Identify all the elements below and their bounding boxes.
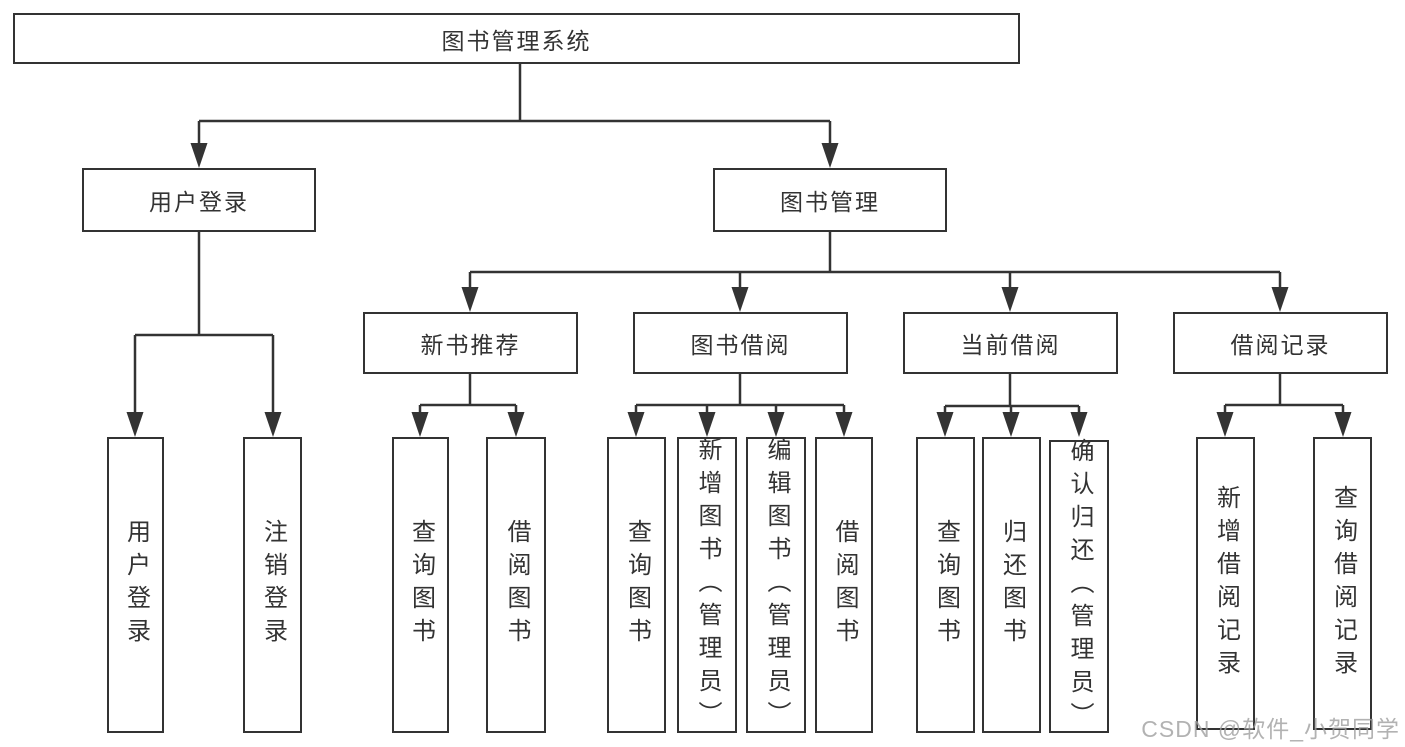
connector-borrow-to-leaves [634,374,846,415]
node-label: 编辑图书（管理员） [763,436,790,734]
arrow-down-icon [190,143,208,168]
node-label: 借阅图书 [503,519,530,651]
node-label: 借阅图书 [831,519,858,651]
arrow-down-icon [411,412,429,437]
arrow-down-icon [1334,412,1352,437]
leaf-user-login: 用户登录 [107,437,164,733]
node-root-system: 图书管理系统 [13,13,1020,64]
arrow-down-icon [821,143,839,168]
node-label: 注销登录 [259,519,287,651]
node-current-borrow: 当前借阅 [903,312,1118,374]
arrow-down-icon [698,412,716,437]
connector-mgmt-to-level3 [468,232,1282,290]
node-book-borrow: 图书借阅 [633,312,848,374]
connector-current-to-leaves [943,374,1081,415]
node-borrow-records: 借阅记录 [1173,312,1388,374]
node-label: 查询图书 [623,519,651,651]
leaf-logout: 注销登录 [243,437,302,733]
leaf-query-books-recommend: 查询图书 [392,437,449,733]
node-book-management: 图书管理 [713,168,947,232]
leaf-borrow-books-recommend: 借阅图书 [486,437,546,733]
node-label: 新增图书（管理员） [694,436,721,734]
node-label: 当前借阅 [960,332,1061,358]
leaf-query-borrow-record: 查询借阅记录 [1313,437,1372,730]
arrowheads [126,143,1352,437]
node-label: 新书推荐 [420,332,521,358]
node-label: 图书管理 [780,189,880,215]
connector-newbooks-to-leaves [418,374,518,415]
leaf-borrow-books: 借阅图书 [815,437,873,733]
arrow-down-icon [1271,287,1289,312]
node-label: 确认归还（管理员） [1066,438,1093,735]
node-label: 图书管理系统 [441,27,592,54]
arrow-down-icon [461,287,479,312]
node-label: 新增借阅记录 [1212,484,1240,683]
arrow-down-icon [1001,287,1019,312]
arrow-down-icon [936,412,954,437]
arrow-down-icon [1216,412,1234,437]
leaf-add-borrow-record: 新增借阅记录 [1196,437,1255,730]
leaf-add-books-admin: 新增图书（管理员） [677,436,737,734]
arrow-down-icon [1002,412,1020,437]
node-new-book-recommend: 新书推荐 [363,312,578,374]
node-label: 查询借阅记录 [1329,484,1357,683]
connector-login-to-leaves [133,232,275,415]
leaf-return-books: 归还图书 [982,437,1041,733]
leaf-query-books-current: 查询图书 [916,437,975,733]
node-user-login: 用户登录 [82,168,316,232]
node-label: 借阅记录 [1230,332,1331,358]
leaf-edit-books-admin: 编辑图书（管理员） [746,436,806,734]
leaf-confirm-return-admin: 确认归还（管理员） [1049,438,1109,735]
node-label: 查询图书 [407,519,435,651]
node-label: 图书借阅 [690,332,791,358]
node-label: 用户登录 [122,519,150,651]
arrow-down-icon [767,412,785,437]
node-label: 归还图书 [998,519,1026,651]
arrow-down-icon [507,412,525,437]
connector-records-to-leaves [1223,374,1345,415]
connector-root-to-level2 [197,64,832,146]
leaf-query-books-borrow: 查询图书 [607,437,666,733]
arrow-down-icon [264,412,282,437]
arrow-down-icon [835,412,853,437]
arrow-down-icon [731,287,749,312]
node-label: 查询图书 [932,519,960,651]
node-label: 用户登录 [149,189,249,215]
arrow-down-icon [627,412,645,437]
arrow-down-icon [126,412,144,437]
arrow-down-icon [1070,412,1088,437]
